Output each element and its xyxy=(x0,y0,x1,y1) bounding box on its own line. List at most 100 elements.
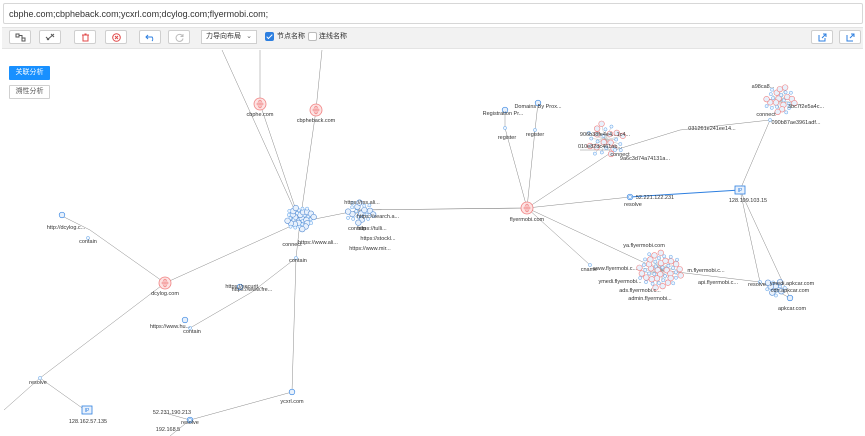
cluster-node[interactable] xyxy=(772,99,780,106)
query-bar[interactable] xyxy=(3,3,863,24)
node-secur[interactable] xyxy=(236,283,244,291)
cluster-node[interactable] xyxy=(769,289,776,296)
cluster-node[interactable] xyxy=(310,213,317,221)
cluster-node[interactable] xyxy=(776,86,783,93)
cluster-node[interactable] xyxy=(653,275,661,282)
toolbar: 力导向布局 ⌄ 节点名称 连线名称 xyxy=(2,27,863,49)
cluster-node[interactable] xyxy=(648,276,655,283)
query-input[interactable] xyxy=(4,4,862,24)
cluster-node[interactable] xyxy=(662,257,669,264)
edge-label-dot xyxy=(38,376,42,380)
cluster-node[interactable] xyxy=(593,144,600,151)
cluster-node[interactable] xyxy=(344,208,352,215)
cluster-node[interactable] xyxy=(763,96,770,103)
label-rss: https://rss.ali... xyxy=(344,200,380,206)
cluster-edge-dot xyxy=(666,263,671,268)
node-domains-by-proxy[interactable] xyxy=(534,99,542,107)
cluster-node[interactable] xyxy=(619,132,626,139)
cluster-edge-dot xyxy=(786,101,791,106)
cluster-node[interactable] xyxy=(647,256,654,263)
cluster-node[interactable] xyxy=(361,206,368,214)
ip-node-128-199[interactable]: IP xyxy=(734,185,746,195)
cluster-node[interactable] xyxy=(676,266,683,273)
cluster-node[interactable] xyxy=(677,272,684,279)
export-button[interactable] xyxy=(811,30,833,44)
cluster-node[interactable] xyxy=(370,211,377,218)
node-name-checkbox[interactable] xyxy=(265,32,274,41)
cluster-node[interactable] xyxy=(643,274,650,281)
cluster-node[interactable] xyxy=(299,226,306,233)
domain-node-dcylog[interactable] xyxy=(158,276,172,290)
label-hash-f: a98ca8... xyxy=(752,84,775,90)
domain-node-cbpheback[interactable] xyxy=(309,103,323,117)
cluster-node[interactable] xyxy=(284,217,291,224)
node-registration[interactable] xyxy=(501,106,509,114)
graph-edge xyxy=(534,102,539,131)
domain-node-cbphe[interactable] xyxy=(253,97,267,111)
layout-select[interactable]: 力导向布局 ⌄ xyxy=(201,30,257,44)
fullscreen-button[interactable] xyxy=(839,30,861,44)
cluster-edge-dot xyxy=(671,281,676,286)
cluster-node[interactable] xyxy=(673,261,680,268)
cluster-node[interactable] xyxy=(607,139,614,146)
cluster-node[interactable] xyxy=(594,125,601,132)
cluster-node[interactable] xyxy=(664,279,672,286)
cluster-node[interactable] xyxy=(652,284,659,291)
cluster-node[interactable] xyxy=(778,288,785,295)
clear-button[interactable] xyxy=(105,30,127,44)
edge-label-dot xyxy=(588,263,592,267)
graph-edge xyxy=(526,129,536,209)
ip-node-128-162[interactable]: IP xyxy=(81,405,93,415)
cluster-node[interactable] xyxy=(606,130,614,138)
cluster-node[interactable] xyxy=(776,279,784,286)
edge-label-resolve-3: resolve xyxy=(29,380,47,386)
cluster-node[interactable] xyxy=(638,270,645,277)
cluster-node[interactable] xyxy=(782,84,789,91)
cluster-edge-dot xyxy=(286,213,291,217)
cluster-node[interactable] xyxy=(657,271,664,278)
cluster-edge-dot xyxy=(653,264,658,269)
graph-edge xyxy=(39,282,166,379)
graph-edge xyxy=(526,149,616,209)
cluster-node[interactable] xyxy=(764,279,772,286)
node-name-label: 节点名称 xyxy=(277,33,305,40)
label-tulli: https://tulli... xyxy=(357,226,387,232)
node-www-dcylog[interactable] xyxy=(58,211,66,219)
link-button[interactable] xyxy=(39,30,61,44)
cluster-node[interactable] xyxy=(598,120,605,127)
cluster-node[interactable] xyxy=(667,258,675,265)
cluster-node[interactable] xyxy=(607,150,615,158)
association-analysis-button[interactable]: 关联分析 xyxy=(9,66,50,80)
cluster-node[interactable] xyxy=(791,100,798,107)
cluster-node[interactable] xyxy=(586,142,594,150)
cluster-node[interactable] xyxy=(600,139,607,146)
cluster-edge-dot xyxy=(595,139,600,144)
refresh-button[interactable] xyxy=(168,30,190,44)
domain-node-flyermobi[interactable] xyxy=(520,201,534,215)
cluster-node[interactable] xyxy=(292,204,299,212)
expand-button[interactable] xyxy=(9,30,31,44)
label-www-dcylog: http://dcylog.c... xyxy=(47,225,86,231)
cluster-edge-dot xyxy=(647,252,652,257)
delete-button[interactable] xyxy=(74,30,96,44)
cluster-node[interactable] xyxy=(657,249,664,256)
cluster-node[interactable] xyxy=(636,264,643,271)
graph-edge xyxy=(89,229,166,284)
cluster-node[interactable] xyxy=(774,108,781,116)
cluster-node[interactable] xyxy=(667,275,674,282)
domain-node-ycxrl[interactable] xyxy=(288,388,296,396)
cluster-edge-dot xyxy=(774,104,779,109)
undo-button[interactable] xyxy=(139,30,161,44)
cluster-edge-dot xyxy=(650,281,655,286)
node-www-hu[interactable] xyxy=(181,316,189,324)
graph-edge xyxy=(315,49,323,111)
cluster-node[interactable] xyxy=(613,129,620,137)
cluster-node[interactable] xyxy=(356,199,363,206)
cluster-node[interactable] xyxy=(651,252,658,259)
node-apkcar[interactable] xyxy=(786,294,794,302)
cluster-node[interactable] xyxy=(355,219,362,226)
edge-name-checkbox[interactable] xyxy=(308,32,317,41)
cluster-node[interactable] xyxy=(659,283,666,290)
trace-analysis-button[interactable]: 溯性分析 xyxy=(9,85,50,99)
